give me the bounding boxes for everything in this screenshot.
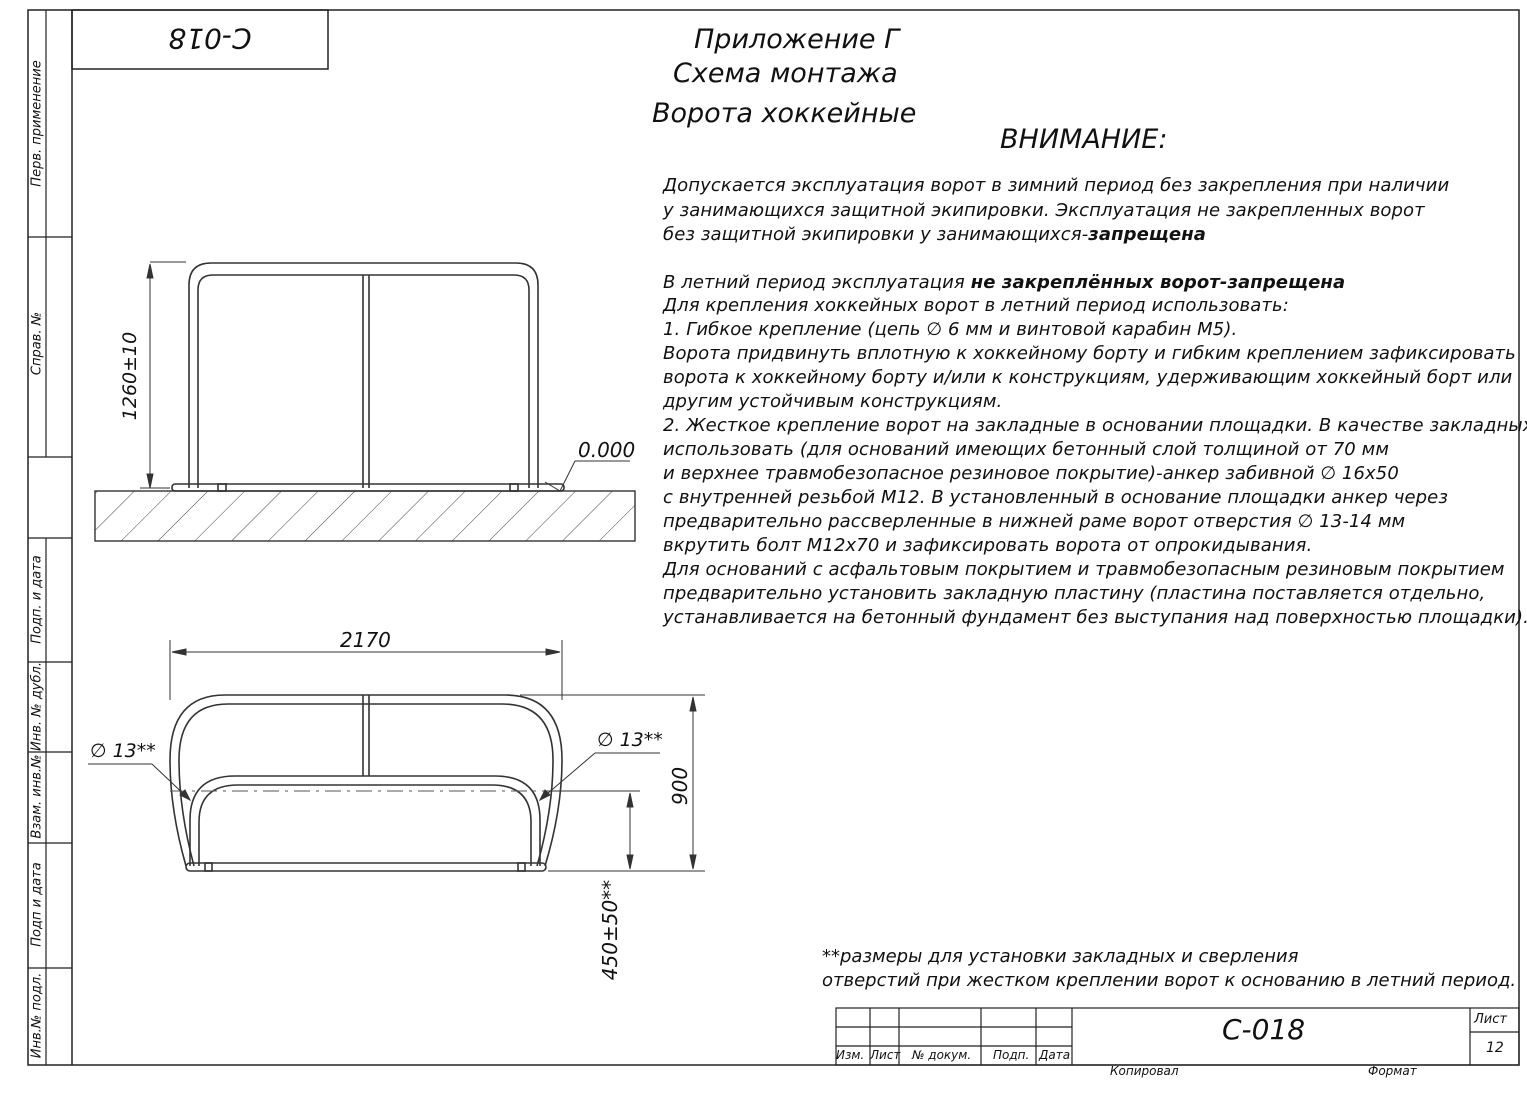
anchor-dimension: 450±50** [598, 879, 622, 981]
note-line: и верхнее травмобезопасное резиновое пок… [663, 463, 1399, 484]
note-line: 2. Жесткое крепление ворот на закладные … [663, 415, 1527, 436]
note-line: предварительно рассверленные в нижней ра… [663, 511, 1406, 532]
footnote-line: отверстий при жестком креплении ворот к … [822, 970, 1517, 991]
side-label-sprav: Справ. № [29, 311, 45, 376]
depth-dimension: 900 [668, 766, 692, 806]
width-dimension: 2170 [340, 628, 391, 652]
col-doc: № докум. [912, 1048, 972, 1062]
note-line: использовать (для оснований имеющих бето… [663, 439, 1390, 460]
note-line: предварительно установить закладную плас… [663, 583, 1486, 604]
col-podp: Подп. [993, 1048, 1030, 1062]
elevation-view [171, 262, 565, 492]
sheet-number: 12 [1486, 1040, 1504, 1056]
title-block-code: C-018 [1222, 1013, 1306, 1046]
drawing-sheet [27, 9, 1520, 1066]
scheme-title: Схема монтажа [673, 58, 898, 89]
note-text: В летний период эксплуатация [663, 272, 971, 293]
note-text: без защитной экипировки у занимающихся- [663, 224, 1089, 245]
note-line: без защитной экипировки у занимающихся-з… [663, 224, 1206, 245]
product-title: Ворота хоккейные [652, 98, 917, 129]
height-dimension: 1260±10 [119, 331, 141, 421]
col-data: Дата [1039, 1048, 1071, 1062]
note-line: Допускается эксплуатация ворот в зимний … [663, 175, 1450, 196]
stamp-code: C-018 [168, 22, 252, 55]
note-line: с внутренней резьбой М12. В установленны… [663, 487, 1449, 508]
note-line: ворота к хоккейному борту и/или к констр… [663, 367, 1513, 388]
note-line: устанавливается на бетонный фундамент бе… [663, 607, 1527, 628]
note-line: другим устойчивым конструкциям. [663, 391, 1003, 412]
col-list: Лист [870, 1048, 901, 1062]
note-line: Для крепления хоккейных ворот в летний п… [663, 295, 1289, 316]
note-line: В летний период эксплуатация не закреплё… [663, 272, 1345, 293]
hole-label-left: ∅ 13** [90, 740, 156, 762]
level-mark: 0.000 [578, 438, 636, 462]
appendix-title: Приложение Г [694, 24, 900, 55]
side-label-inv-podl: Инв.№ подл. [29, 972, 45, 1059]
note-line: у занимающихся защитной экипировки. Эксп… [663, 200, 1425, 221]
note-line: 1. Гибкое крепление (цепь ∅ 6 мм и винто… [663, 319, 1238, 340]
note-emphasis: не закреплённых ворот-запрещена [970, 272, 1346, 293]
note-line: вкрутить болт М12х70 и зафиксировать вор… [663, 535, 1313, 556]
plan-view [169, 694, 563, 872]
note-line: Ворота придвинуть вплотную к хоккейному … [663, 343, 1516, 364]
footnote-line: **размеры для установки закладных и свер… [822, 946, 1299, 967]
note-emphasis: запрещена [1088, 224, 1207, 245]
sheet-label: Лист [1474, 1012, 1507, 1027]
copied-label: Копировал [1110, 1064, 1179, 1078]
hole-label-right: ∅ 13** [597, 729, 663, 751]
attention-heading: ВНИМАНИЕ: [1000, 124, 1168, 155]
side-label-perv: Перв. применение [29, 60, 45, 187]
note-line: Для оснований с асфальтовым покрытием и … [663, 559, 1505, 580]
col-izm: Изм. [836, 1048, 865, 1062]
format-label: Формат [1368, 1064, 1417, 1078]
